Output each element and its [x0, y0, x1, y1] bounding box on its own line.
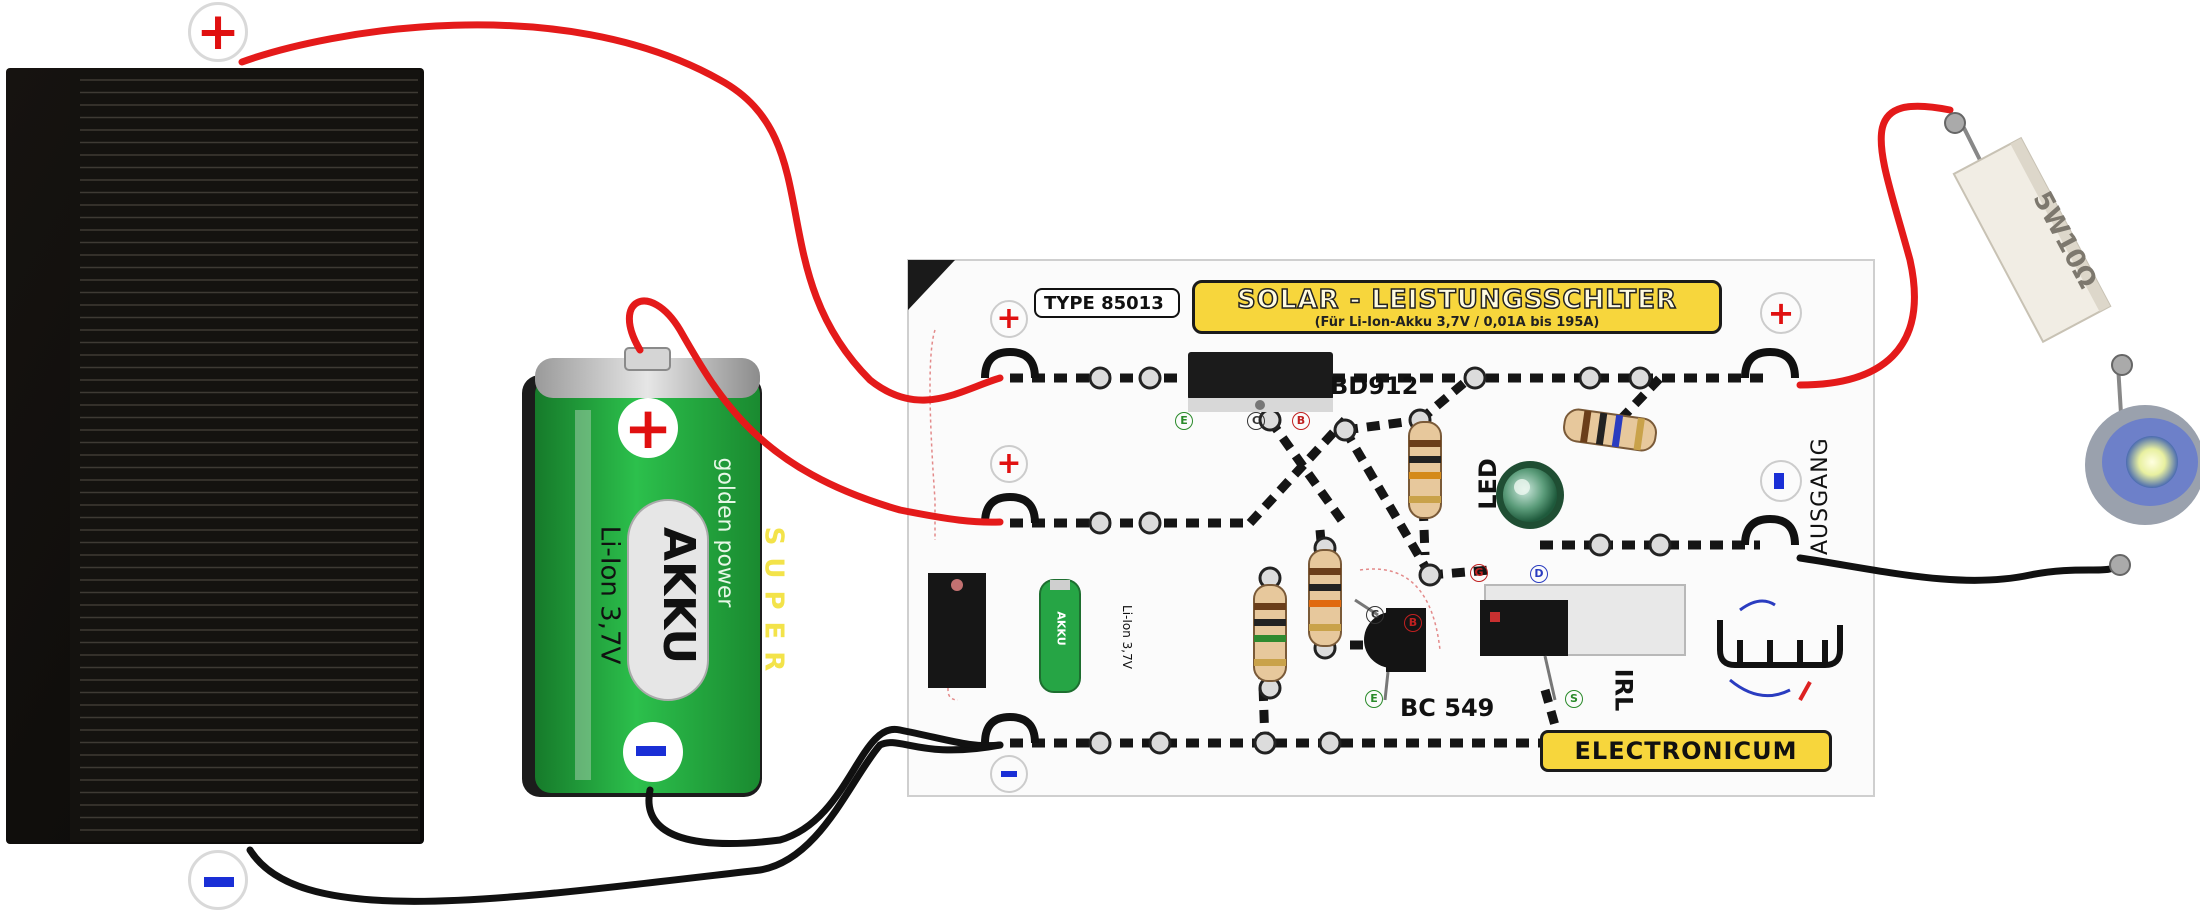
pin-c-bc549: C — [1366, 606, 1384, 624]
pin-b-bc549: B — [1404, 614, 1422, 632]
pin-s-irl: S — [1565, 690, 1583, 708]
pcb-board — [907, 259, 1875, 797]
small-battery-text: AKKU — [1054, 611, 1068, 646]
switch-symbol — [1717, 599, 1843, 701]
output-label: AUSGANG — [1808, 437, 1833, 555]
board-title: SOLAR - LEISTUNGSSCHLTER — [1236, 284, 1677, 316]
resistors — [1253, 408, 1657, 682]
pin-e-bc549: E — [1365, 690, 1383, 708]
board-plus-mid: + — [990, 445, 1028, 483]
resistor-lead-top — [1944, 112, 1966, 134]
pin-b-bd912: B — [1292, 412, 1310, 430]
led-label: LED — [1473, 458, 1502, 510]
load-resistor — [1952, 136, 2112, 344]
solar-plus-badge: + — [188, 2, 248, 62]
pin-d-irl: D — [1530, 565, 1548, 583]
resistor-lead-bottom — [2111, 354, 2133, 376]
solar-minus-badge — [188, 850, 248, 910]
board-minus — [990, 755, 1028, 793]
pin-e-bd912: E — [1175, 412, 1193, 430]
pcb-terminals — [981, 347, 1799, 744]
battery-minus-badge — [623, 722, 683, 782]
battery-brand-word: SUPER — [758, 526, 789, 684]
irl-label: IRL — [1609, 668, 1638, 712]
type-label: TYPE — [1044, 293, 1095, 314]
pin-g-irl: G — [1470, 564, 1488, 582]
output-plus: + — [1760, 292, 1802, 334]
power-led — [2085, 405, 2200, 576]
output-minus — [1760, 460, 1802, 502]
battery-type-label: Li-Ion 3,7V — [594, 525, 625, 665]
bc549-label: BC 549 — [1400, 694, 1495, 722]
battery-plus-badge: + — [618, 398, 678, 458]
type-box: TYPE 85013 — [1034, 288, 1180, 318]
pcb-pads — [1088, 366, 1672, 755]
solar-panel — [6, 68, 424, 844]
small-battery — [1039, 579, 1081, 693]
small-battery-label: Li-Ion 3,7V — [1119, 605, 1134, 669]
wires — [238, 21, 2124, 905]
green-led — [1496, 461, 1564, 529]
irl-mosfet — [1480, 584, 1686, 701]
board-plus-top: + — [990, 300, 1028, 338]
bd912-label: BD912 — [1330, 372, 1419, 400]
pin-c-bd912: C — [1247, 412, 1265, 430]
board-subtitle: (Für Li-Ion-Akku 3,7V / 0,01A bis 195A) — [1314, 315, 1600, 330]
akku-battery — [522, 347, 762, 797]
type-number: 85013 — [1101, 293, 1164, 314]
battery-slot — [928, 573, 986, 688]
battery-brand: golden power — [712, 457, 738, 608]
bd912-transistor — [1188, 352, 1333, 412]
battery-akku-label: AKKU — [653, 526, 705, 665]
board-title-plate: SOLAR - LEISTUNGSSCHLTER (Für Li-Ion-Akk… — [1192, 280, 1722, 334]
brand-plate: ELECTRONICUM — [1540, 730, 1832, 772]
